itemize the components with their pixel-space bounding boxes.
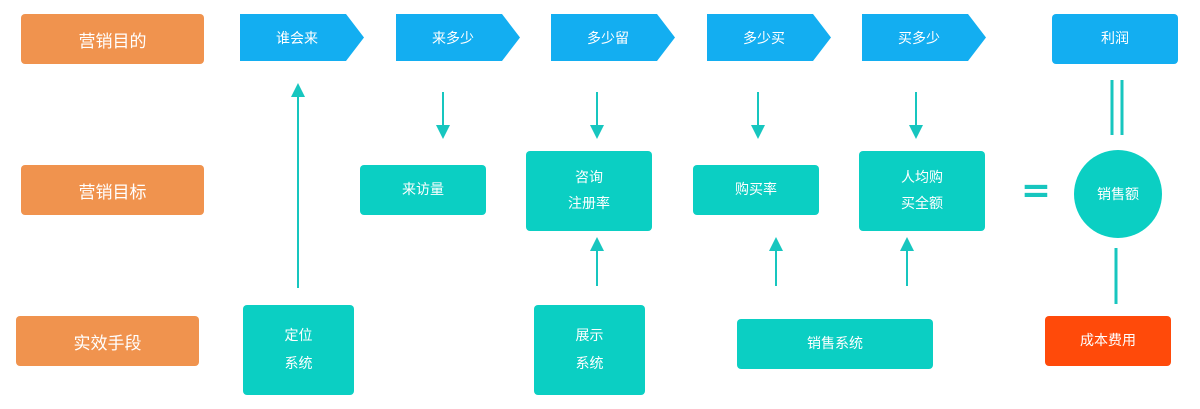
purpose-how-many-buy: 多少买 [707,14,831,61]
goal-visits: 来访量 [360,165,486,215]
profit-box: 利润 [1052,14,1178,64]
means-positioning-system: 定位 系统 [243,305,354,395]
sales-amount-circle: 销售额 [1074,150,1162,238]
row-label-goal: 营销目标 [21,165,204,215]
means-sales-system: 销售系统 [737,319,933,369]
purpose-how-many-stay: 多少留 [551,14,675,61]
goal-consult-signup-rate: 咨询 注册率 [526,151,652,231]
goal-purchase-rate: 购买率 [693,165,819,215]
row-label-means: 实效手段 [16,316,199,366]
cost-box: 成本费用 [1045,316,1171,366]
means-display-system: 展示 系统 [534,305,645,395]
row-label-purpose: 营销目的 [21,14,204,64]
goal-per-capita-purchase: 人均购 买全额 [859,151,985,231]
equals-sign: = [1020,169,1052,211]
purpose-who-comes: 谁会来 [240,14,364,61]
purpose-how-much-buy: 买多少 [862,14,986,61]
purpose-how-many-come: 来多少 [396,14,520,61]
